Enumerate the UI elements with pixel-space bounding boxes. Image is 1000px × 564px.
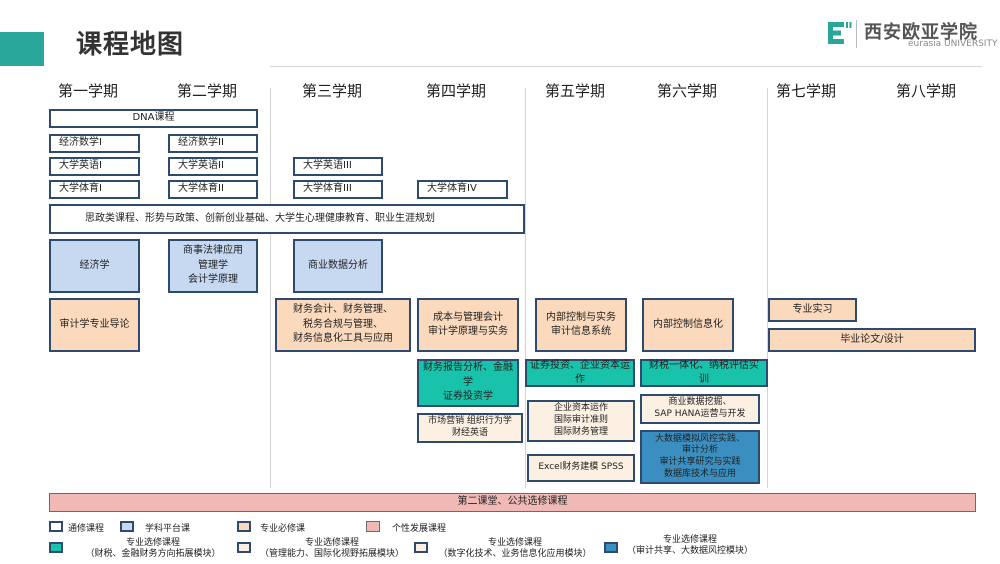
course-marketing-org-behavior: 市场营销 组织行为学 财经英语: [417, 413, 523, 443]
legend-label-elective-finance: 专业选修课程 （财税、金融财务方向拓展模块）: [85, 538, 221, 560]
logo-name-en: eurasia UNIVERSITY: [908, 39, 998, 49]
course-english-3: 大学英语III: [293, 157, 383, 176]
course-dna: DNA课程: [49, 109, 258, 128]
header-divider: [270, 66, 982, 67]
term-header-2: 第二学期: [177, 82, 238, 100]
term-header-3: 第三学期: [302, 82, 363, 100]
legend-label-personal: 个性发展课程: [392, 524, 447, 534]
page-title: 课程地图: [76, 30, 185, 60]
course-tax-integration: 财税一体化、纳税评估实训: [640, 359, 768, 387]
course-general-education: 思政类课程、形势与政策、创新创业基础、大学生心理健康教育、职业生涯规划: [49, 204, 525, 234]
legend-swatch-platform: [120, 521, 134, 532]
year-divider-1: [270, 88, 271, 488]
course-financial-report-analysis: 财务报告分析、金融学 证券投资学: [417, 359, 519, 407]
term-header-4: 第四学期: [426, 82, 487, 100]
course-pe-1: 大学体育I: [49, 180, 140, 199]
course-excel-spss: Excel财务建模 SPSS: [527, 454, 635, 482]
course-thesis: 毕业论文/设计: [768, 328, 976, 352]
course-securities-investment: 证券投资、企业资本运作: [525, 359, 635, 387]
course-business-data-analysis: 商业数据分析: [293, 239, 383, 293]
course-econ-math-2: 经济数学II: [168, 134, 258, 153]
term-header-7: 第七学期: [776, 82, 837, 100]
course-pe-2: 大学体育II: [168, 180, 258, 199]
course-econ-math-1: 经济数学I: [49, 134, 140, 153]
term-header-6: 第六学期: [657, 82, 718, 100]
course-commercial-law-mgmt-accounting: 商事法律应用 管理学 会计学原理: [168, 239, 258, 293]
legend-swatch-elective-digital: [414, 542, 428, 553]
course-pe-4: 大学体育IV: [417, 180, 508, 199]
course-business-data-mining-sap: 商业数据挖掘、 SAP HANA运营与开发: [640, 394, 760, 424]
course-english-2: 大学英语II: [168, 157, 258, 176]
legend-swatch-elective-finance: [49, 542, 63, 553]
course-financial-accounting-group: 财务会计、财务管理、 税务合规与管理、 财务信息化工具与应用: [275, 298, 411, 352]
header-accent-bar: [0, 32, 44, 66]
legend-swatch-personal: [366, 521, 380, 532]
legend-label-elective-digital: 专业选修课程 （数字化技术、业务信息化应用模块）: [438, 538, 592, 560]
logo-name-cn: 西安欧亚学院: [864, 22, 978, 43]
term-header-5: 第五学期: [545, 82, 606, 100]
course-big-data-audit: 大数据模拟风控实践、 审计分析 审计共享研究与实践 数据库技术与应用: [640, 430, 760, 484]
course-economics: 经济学: [49, 239, 140, 293]
course-internship: 专业实习: [768, 298, 857, 322]
legend-swatch-elective-audit: [604, 542, 618, 553]
course-audit-intro: 审计学专业导论: [49, 298, 140, 352]
course-english-1: 大学英语I: [49, 157, 140, 176]
year-divider-2: [525, 88, 526, 488]
legend-swatch-required: [237, 521, 251, 532]
term-header-1: 第一学期: [58, 82, 119, 100]
course-pe-3: 大学体育III: [293, 180, 383, 199]
year-divider-3: [767, 88, 768, 488]
logo-separator: [856, 20, 857, 48]
legend-label-platform: 学科平台课: [145, 524, 191, 534]
legend-swatch-general: [49, 521, 63, 532]
legend-swatch-elective-mgmt: [237, 542, 251, 553]
course-cost-management-accounting: 成本与管理会计 审计学原理与实务: [417, 298, 519, 352]
university-logo-icon: [828, 22, 852, 44]
legend-label-general: 通修课程: [68, 524, 105, 534]
legend-label-required: 专业必修课: [260, 524, 306, 534]
legend-label-elective-audit: 专业选修课程 （审计共享、大数据风控模块）: [626, 535, 753, 557]
legend-label-elective-mgmt: 专业选修课程 （管理能力、国际化视野拓展模块）: [259, 538, 404, 560]
course-second-classroom: 第二课堂、公共选修课程: [49, 493, 976, 512]
term-header-8: 第八学期: [896, 82, 957, 100]
course-capital-operations: 企业资本运作 国际审计准则 国际财务管理: [527, 400, 635, 442]
course-internal-control: 内部控制与实务 审计信息系统: [535, 298, 627, 352]
course-internal-control-informatization: 内部控制信息化: [642, 298, 734, 352]
